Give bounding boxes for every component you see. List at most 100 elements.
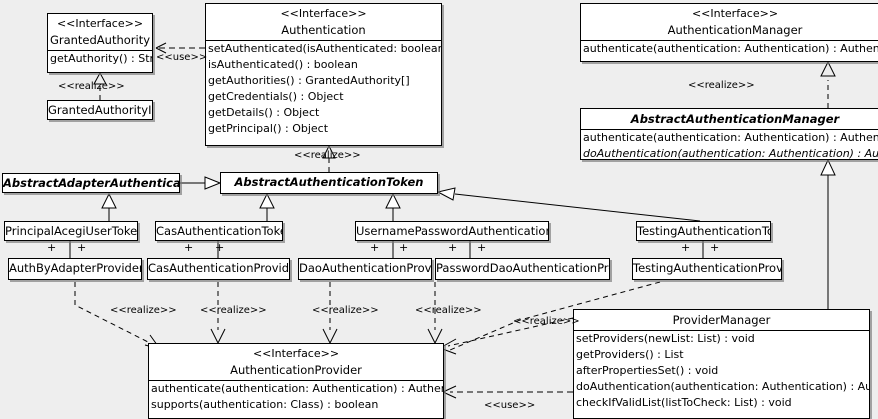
class-granted-authority[interactable]: <<Interface>> GrantedAuthority getAuthor… [47, 13, 153, 73]
class-name: PrincipalAcegiUserToken [5, 224, 138, 238]
class-name: AuthenticationProvider [230, 363, 362, 377]
divider [581, 129, 878, 130]
class-username-password-authentication-token[interactable]: UsernamePasswordAuthenticationToken [355, 221, 549, 241]
edge-label-realize-cas-provider: <<realize>> [200, 305, 267, 316]
multiplicity-plus: + [47, 241, 57, 254]
members-compartment: setProviders(newList: List) : void getPr… [574, 331, 869, 411]
class-header: PasswordDaoAuthenticationProvider [436, 259, 609, 277]
stereotype-label: <<Interface>> [56, 17, 144, 30]
member-row: isAuthenticated() : boolean [208, 58, 358, 71]
class-password-dao-authentication-provider[interactable]: PasswordDaoAuthenticationProvider [435, 258, 610, 280]
class-cas-authentication-provider[interactable]: CasAuthenticationProvider [147, 258, 290, 280]
divider [574, 330, 869, 331]
class-name: TestingAuthenticationProvider [633, 261, 782, 275]
member-row: afterPropertiesSet() : void [576, 364, 719, 377]
class-name: GrantedAuthority [49, 33, 151, 47]
multiplicity-plus: + [370, 241, 380, 254]
class-authentication-provider[interactable]: <<Interface>> AuthenticationProvider aut… [148, 343, 444, 419]
class-auth-by-adapter-provider[interactable]: AuthByAdapterProvider [8, 258, 142, 280]
class-cas-authentication-token[interactable]: CasAuthenticationToken [155, 221, 283, 241]
class-header: <<Interface>> AuthenticationProvider [149, 344, 443, 380]
class-name: AuthByAdapterProvider [9, 261, 142, 275]
class-authentication-manager[interactable]: <<Interface>> AuthenticationManager auth… [580, 3, 878, 62]
class-testing-authentication-token[interactable]: TestingAuthenticationToken [636, 221, 771, 241]
class-header: GrantedAuthorityImpl [48, 101, 152, 119]
edge-label-use-granted-authority: <<use>> [156, 52, 208, 63]
members-compartment: authenticate(authentication: Authenticat… [581, 41, 878, 57]
multiplicity-plus: + [477, 241, 487, 254]
class-name: AuthenticationManager [667, 23, 803, 37]
member-row: setAuthenticated(isAuthenticated: boolea… [208, 42, 441, 55]
multiplicity-plus: + [215, 241, 225, 254]
member-row: setProviders(newList: List) : void [576, 332, 755, 345]
class-header: AuthByAdapterProvider [9, 259, 141, 277]
class-header: <<Interface>> AuthenticationManager [581, 4, 878, 40]
class-header: <<Interface>> Authentication [206, 4, 441, 40]
divider [48, 50, 152, 51]
class-abstract-authentication-manager[interactable]: AbstractAuthenticationManager authentica… [580, 108, 878, 160]
class-header: AbstractAuthenticationToken [221, 173, 437, 191]
class-name: TestingAuthenticationToken [637, 224, 770, 238]
member-row: authenticate(authentication: Authenticat… [583, 42, 878, 55]
class-header: DaoAuthenticationProvider [299, 259, 431, 277]
class-header: CasAuthenticationToken [156, 222, 282, 240]
edge-label-realize-auth-by-adapter-provider: <<realize>> [110, 305, 177, 316]
members-compartment: setAuthenticated(isAuthenticated: boolea… [206, 41, 441, 137]
class-name: CasAuthenticationProvider [148, 261, 290, 275]
divider [581, 40, 878, 41]
member-row: supports(authentication: Class) : boolea… [151, 398, 379, 411]
stereotype-label: <<Interface>> [691, 7, 779, 20]
member-row: getDetails() : Object [208, 106, 320, 119]
member-row: getPrincipal() : Object [208, 122, 329, 135]
class-name: UsernamePasswordAuthenticationToken [356, 224, 548, 238]
member-row: checkIfValidList(listToCheck: List) : vo… [576, 396, 792, 409]
edge-label-realize-granted-authority-impl: <<realize>> [58, 81, 125, 92]
class-header: TestingAuthenticationProvider [633, 259, 781, 277]
class-name: GrantedAuthorityImpl [48, 103, 152, 117]
divider [206, 40, 441, 41]
class-testing-authentication-provider[interactable]: TestingAuthenticationProvider [632, 258, 782, 280]
class-header: PrincipalAcegiUserToken [5, 222, 137, 240]
class-name: CasAuthenticationToken [156, 224, 283, 238]
edge-label-realize-dao-provider: <<realize>> [312, 305, 379, 316]
multiplicity-plus: + [77, 241, 87, 254]
member-row: authenticate(authentication: Authenticat… [151, 382, 443, 395]
multiplicity-plus: + [448, 241, 458, 254]
members-compartment: authenticate(authentication: Authenticat… [149, 381, 443, 413]
class-header: <<Interface>> GrantedAuthority [48, 14, 152, 50]
class-provider-manager[interactable]: ProviderManager setProviders(newList: Li… [573, 309, 870, 419]
class-granted-authority-impl[interactable]: GrantedAuthorityImpl [47, 100, 153, 120]
class-abstract-adapter-authentication-token[interactable]: AbstractAdapterAuthenticationToken [2, 173, 180, 193]
member-row: authenticate(authentication: Authenticat… [583, 131, 878, 144]
multiplicity-plus: + [681, 241, 691, 254]
class-name: AbstractAuthenticationToken [234, 175, 424, 189]
member-row: getAuthority() : String [50, 52, 153, 65]
member-row-abstract: doAuthentication(authentication: Authent… [583, 147, 878, 160]
stereotype-label: <<Interface>> [252, 347, 340, 360]
class-name: ProviderManager [672, 313, 771, 327]
member-row: getProviders() : List [576, 348, 684, 361]
class-principal-acegi-user-token[interactable]: PrincipalAcegiUserToken [4, 221, 138, 241]
multiplicity-plus: + [399, 241, 409, 254]
class-name: AbstractAdapterAuthenticationToken [3, 176, 180, 190]
member-row: getCredentials() : Object [208, 90, 344, 103]
edge-label-realize-authentication-manager: <<realize>> [688, 80, 755, 91]
class-header: CasAuthenticationProvider [148, 259, 289, 277]
class-abstract-authentication-token[interactable]: AbstractAuthenticationToken [220, 172, 438, 194]
class-name: PasswordDaoAuthenticationProvider [436, 261, 609, 275]
class-name: Authentication [281, 23, 366, 37]
divider [149, 380, 443, 381]
members-compartment: getAuthority() : String [48, 51, 152, 67]
class-authentication[interactable]: <<Interface>> Authentication setAuthenti… [205, 3, 442, 146]
class-name: DaoAuthenticationProvider [299, 261, 432, 275]
multiplicity-plus: + [184, 241, 194, 254]
class-header: ProviderManager [574, 310, 869, 330]
edge-label-use-provider-manager: <<use>> [484, 400, 536, 411]
class-header: TestingAuthenticationToken [637, 222, 770, 240]
multiplicity-plus: + [710, 241, 720, 254]
class-dao-authentication-provider[interactable]: DaoAuthenticationProvider [298, 258, 432, 280]
class-header: AbstractAuthenticationManager [581, 109, 878, 129]
member-row: doAuthentication(authentication: Authent… [576, 380, 869, 393]
edge-label-realize-password-dao-provider: <<realize>> [415, 305, 482, 316]
